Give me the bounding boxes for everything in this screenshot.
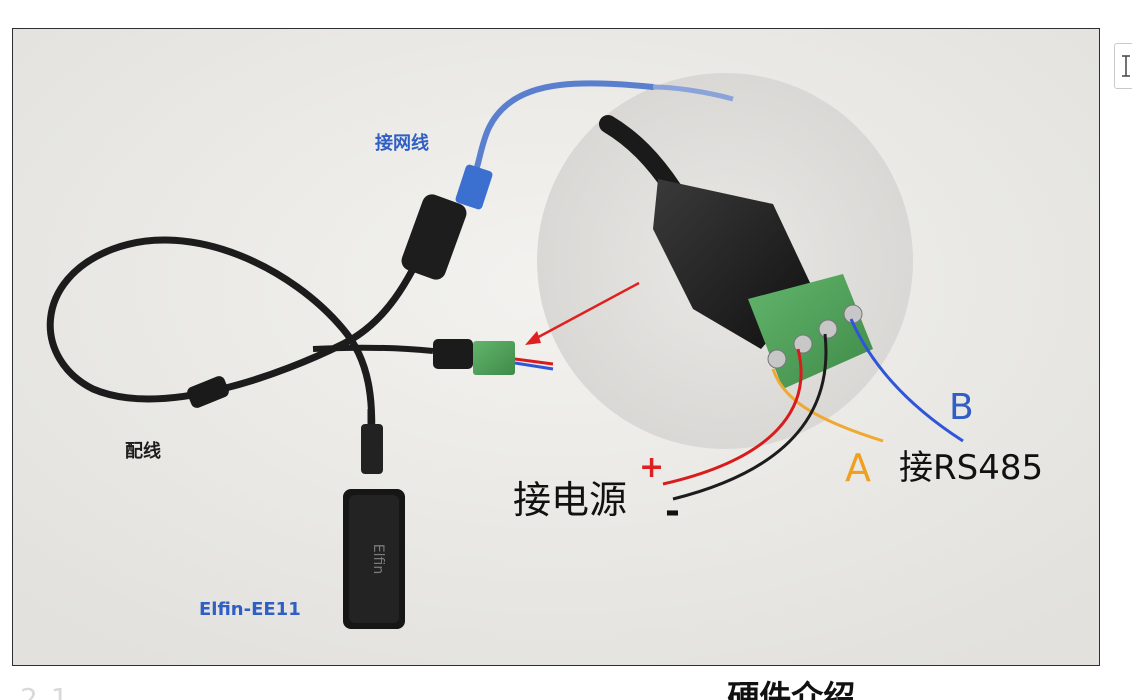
device-plug xyxy=(361,424,383,474)
label-a: A xyxy=(845,446,871,490)
label-device: Elfin-EE11 xyxy=(199,599,301,620)
device-casing-text: Elfin xyxy=(370,544,386,574)
label-plus: + xyxy=(639,450,664,485)
network-jack xyxy=(401,194,467,280)
wire-red-plus xyxy=(662,348,803,486)
zoom-cable xyxy=(599,115,682,198)
label-rs485: 接RS485 xyxy=(899,448,1043,488)
small-terminal xyxy=(473,341,515,375)
terminal-screw-3 xyxy=(818,319,838,339)
label-wiring: 配线 xyxy=(125,440,161,462)
bottom-section: 2.1 ……………… …………… …………… ………… 硬件介绍 xyxy=(20,672,1110,700)
wiring-illustration: Elfin 接网线 配线 Elfin-EE11 接电源 + xyxy=(13,29,1099,665)
wire-black-minus xyxy=(672,333,828,501)
text-cursor-icon xyxy=(1122,55,1130,77)
network-cable-end xyxy=(652,84,734,102)
label-minus: - xyxy=(665,491,680,532)
rj45-plug xyxy=(455,164,493,210)
network-cable xyxy=(472,80,656,177)
photo-background xyxy=(13,29,1099,665)
wire-yellow-a xyxy=(771,368,884,443)
branch-cable xyxy=(312,344,434,354)
label-network: 接网线 xyxy=(375,132,429,154)
black-cable-loop xyxy=(46,225,437,453)
section-heading: 硬件介绍 xyxy=(727,678,856,700)
wire-blue-b xyxy=(849,318,964,443)
red-arrow-line xyxy=(530,281,640,343)
red-arrow-head xyxy=(525,331,541,345)
label-b: B xyxy=(949,387,974,428)
terminal-screw-2 xyxy=(793,334,813,354)
small-wire-blue xyxy=(514,361,554,371)
text-cursor-button[interactable] xyxy=(1114,43,1132,89)
faded-text: 2.1 ……………… …………… …………… ………… xyxy=(20,682,715,700)
label-power: 接电源 xyxy=(513,478,627,522)
small-plug xyxy=(433,339,473,369)
elfin-device-face xyxy=(349,495,399,623)
wiring-photo: Elfin 接网线 配线 Elfin-EE11 接电源 + xyxy=(12,28,1100,666)
ferrite-bead xyxy=(187,376,229,408)
small-wire-red xyxy=(514,357,554,366)
terminal-screw-1 xyxy=(767,349,787,369)
